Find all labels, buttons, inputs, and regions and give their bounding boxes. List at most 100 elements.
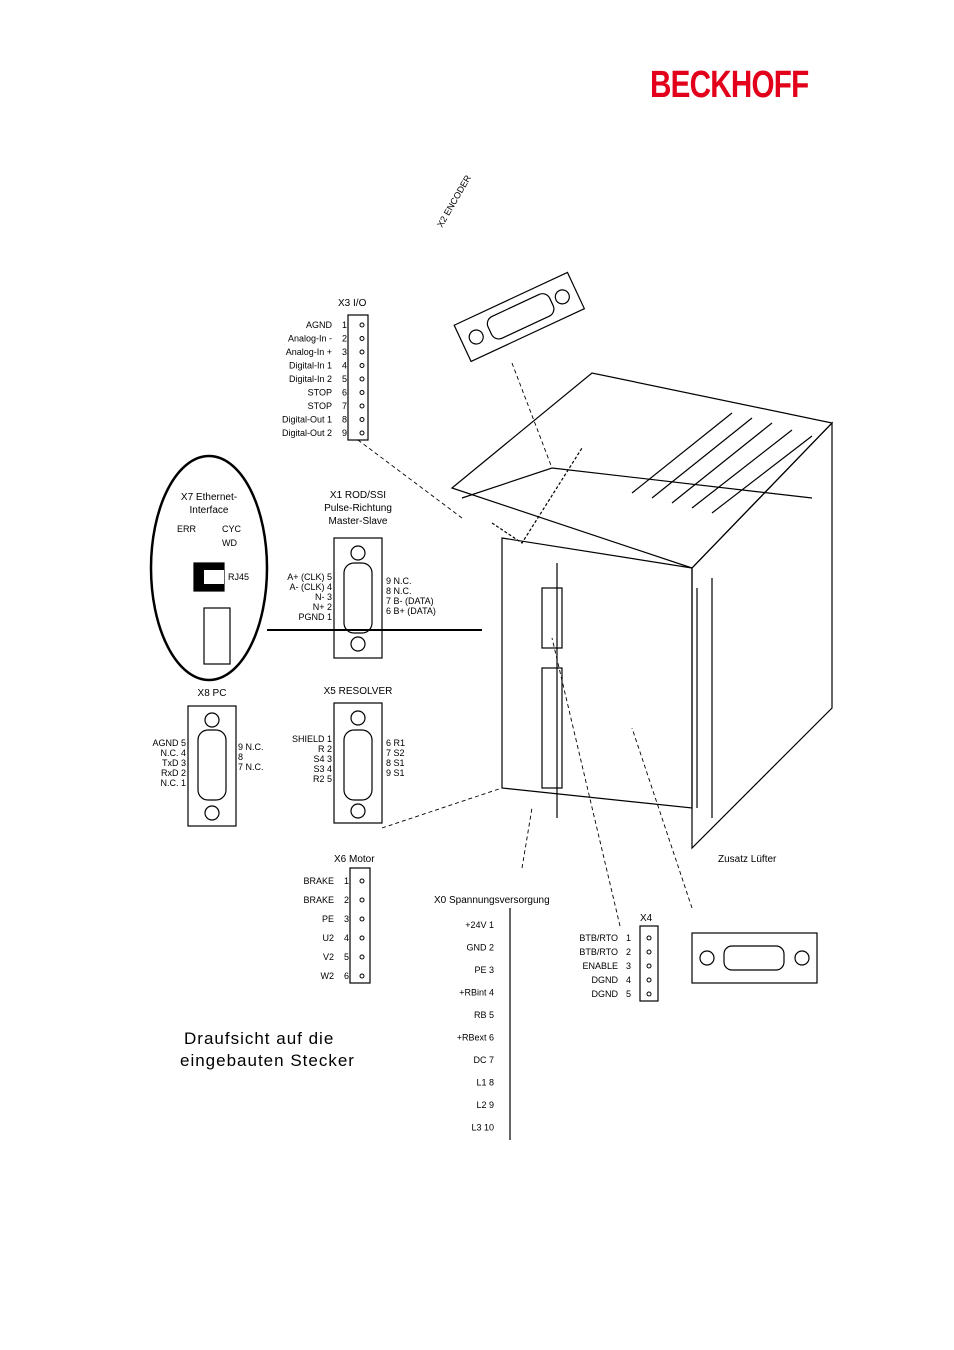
x3-pin-number: 8 (342, 415, 347, 425)
x6-pin-label: BRAKE (303, 876, 334, 886)
x5-pin-right: 9 S1 (386, 768, 405, 778)
x6-pin-number: 3 (344, 914, 349, 924)
x6-pin-label: W2 (321, 971, 335, 981)
x3-pin-number: 7 (342, 401, 347, 411)
x8-pin-right: 9 N.C. (238, 742, 264, 752)
x3-pin-screw (359, 430, 365, 436)
x5-pin-left: S4 3 (313, 754, 332, 764)
x0-pin-label: DC 7 (473, 1055, 494, 1065)
x5-title: X5 RESOLVER (324, 686, 393, 697)
x6-terminal (349, 867, 371, 984)
x3-pin-number: 3 (342, 347, 347, 357)
x6-pin-number: 4 (344, 933, 349, 943)
beckhoff-logo: BECKHOFF (650, 64, 809, 106)
x3-pin-label: Digital-Out 2 (282, 428, 332, 438)
x5-pin-left: SHIELD 1 (292, 734, 332, 744)
x7-led-wd: WD (222, 538, 237, 548)
x8-title: X8 PC (198, 688, 227, 699)
x5-connector (333, 702, 383, 824)
x3-pin-screw (359, 403, 365, 409)
x3-pin-label: Analog-In - (288, 334, 332, 344)
x6-pin-label: BRAKE (303, 895, 334, 905)
x0-pin-label: L1 8 (476, 1078, 494, 1088)
x6-pin-number: 1 (344, 876, 349, 886)
x5-pin-left: R 2 (318, 744, 332, 754)
x3-pin-screw (359, 349, 365, 355)
x8-pin-left: RxD 2 (161, 768, 186, 778)
x1-pin-left: N+ 2 (313, 602, 332, 612)
x1-pin-left: A+ (CLK) 5 (287, 572, 332, 582)
x5-pin-left: R2 5 (313, 774, 332, 784)
x3-terminal (347, 314, 369, 441)
x4-pin-label: ENABLE (582, 961, 618, 971)
x3-pin-screw (359, 417, 365, 422)
x6-pin-number: 6 (344, 971, 349, 981)
x1-pin-left: A- (CLK) 4 (289, 582, 332, 592)
x3-pin-screw (359, 363, 365, 368)
x1-title-3: Master-Slave (329, 516, 388, 527)
x0-pin-label: L2 9 (476, 1100, 494, 1110)
x1-pin-left: PGND 1 (298, 612, 332, 622)
x6-pin-screw (359, 954, 365, 960)
x3-pin-screw (359, 322, 365, 328)
x0-pin-label: GND 2 (466, 943, 494, 953)
x4-terminal (639, 925, 659, 1002)
x3-pin-number: 4 (342, 361, 347, 371)
x1-pin-right: 9 N.C. (386, 576, 412, 586)
x7-led-cyc: CYC (222, 524, 242, 534)
x3-pin-number: 5 (342, 374, 347, 384)
x6-pin-screw (359, 897, 365, 903)
x4-pin-number: 5 (626, 989, 631, 999)
x6-pin-screw (359, 916, 365, 922)
x1-pin-left: N- 3 (315, 592, 332, 602)
x8-pin-left: N.C. 1 (160, 778, 186, 788)
x3-pin-screw (359, 336, 365, 341)
x8-pin-left: N.C. 4 (160, 748, 186, 758)
device-body (450, 372, 834, 850)
x8-pin-right: 8 (238, 752, 243, 762)
x1-pin-right: 7 B- (DATA) (386, 596, 434, 606)
x3-pin-label: AGND (306, 320, 333, 330)
x4-pin-screw (646, 963, 652, 969)
x5-pin-left: S3 4 (313, 764, 332, 774)
x3-pin-number: 6 (342, 388, 347, 398)
x2-title: X2 ENCODER (435, 173, 473, 229)
x3-title: X3 I/O (338, 298, 367, 309)
x6-pin-number: 5 (344, 952, 349, 962)
x0-title: X0 Spannungsversorgung (434, 895, 550, 906)
zusatz-title: Zusatz Lüfter (718, 854, 777, 865)
x3-pin-label: STOP (308, 388, 332, 398)
x0-pin-label: L3 10 (471, 1123, 494, 1133)
x8-pin-left: AGND 5 (152, 738, 186, 748)
x1-pin-right: 8 N.C. (386, 586, 412, 596)
x6-pin-screw (359, 935, 365, 941)
x6-pin-number: 2 (344, 895, 349, 905)
x3-pin-number: 9 (342, 428, 347, 438)
x0-pin-label: PE 3 (474, 965, 494, 975)
x6-pin-label: U2 (322, 933, 334, 943)
note-line-2: eingebauten Stecker (180, 1051, 355, 1070)
x1-pin-right: 6 B+ (DATA) (386, 606, 436, 616)
x7-highlight-ellipse (149, 454, 269, 682)
x4-title: X4 (640, 913, 653, 924)
x4-pin-screw (646, 991, 652, 997)
x1-connector (333, 537, 383, 659)
x5-pin-right: 8 S1 (386, 758, 405, 768)
x6-pin-label: V2 (323, 952, 334, 962)
x6-pin-screw (359, 878, 365, 884)
connector-diagram: X7 Ethernet- Interface ERR CYC WD RJ45 X… (112, 168, 842, 1146)
x3-pin-screw (359, 390, 365, 395)
x5-pin-right: 7 S2 (386, 748, 405, 758)
x3-pin-number: 2 (342, 334, 347, 344)
x4-pin-number: 1 (626, 933, 631, 943)
x3-pin-number: 1 (342, 320, 347, 330)
x4-pin-label: BTB/RTO (579, 947, 618, 957)
x6-pin-screw (359, 973, 365, 979)
x4-pin-number: 2 (626, 947, 631, 957)
x3-pin-label: Analog-In + (286, 347, 332, 357)
zusatz-connector (691, 932, 818, 984)
x7-title-2: Interface (190, 505, 229, 516)
dip-switch-icon (203, 607, 231, 665)
x1-title-1: X1 ROD/SSI (330, 490, 386, 501)
x4-pin-label: DGND (592, 989, 619, 999)
